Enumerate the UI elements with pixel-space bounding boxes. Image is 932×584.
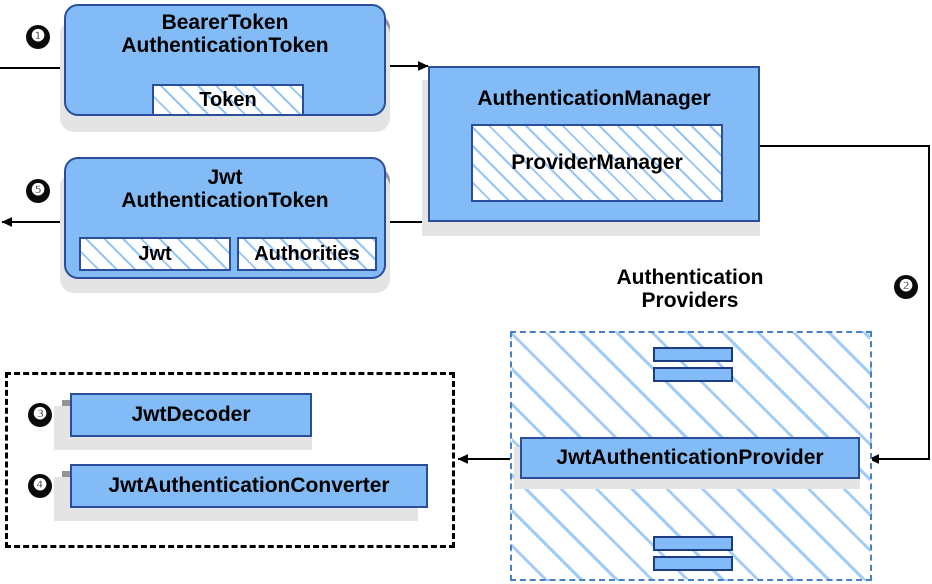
bearer-token-title: BearerToken AuthenticationToken xyxy=(121,11,329,57)
node-jwt-authentication-token[interactable]: Jwt AuthenticationToken Jwt Authorities xyxy=(64,157,386,279)
node-authentication-manager[interactable]: AuthenticationManager ProviderManager xyxy=(428,66,760,222)
jwt-token-inner-authorities: Authorities xyxy=(237,237,377,271)
provider-stack-bottom-bar-2 xyxy=(653,556,733,571)
marker-3: ❸ xyxy=(28,403,52,427)
jwt-authentication-converter-label: JwtAuthenticationConverter xyxy=(108,473,390,497)
bearer-token-inner-token-label: Token xyxy=(199,88,257,111)
authentication-manager-inner-provider-manager: ProviderManager xyxy=(471,124,723,202)
jwt-authentication-provider-label: JwtAuthenticationProvider xyxy=(556,445,824,469)
support-components-container xyxy=(5,372,455,548)
authentication-providers-label: Authentication Providers xyxy=(616,266,764,313)
jwt-decoder-label: JwtDecoder xyxy=(131,402,251,426)
provider-manager-label: ProviderManager xyxy=(511,151,683,174)
authentication-manager-title: AuthenticationManager xyxy=(477,87,711,110)
provider-stack-top-bar-2 xyxy=(653,367,733,382)
node-bearer-token-authentication-token[interactable]: BearerToken AuthenticationToken Token xyxy=(64,4,386,116)
jwt-token-inner-authorities-label: Authorities xyxy=(254,242,360,265)
node-jwt-decoder[interactable]: JwtDecoder xyxy=(70,393,312,437)
provider-stack-top-bar-1 xyxy=(653,347,733,362)
provider-stack-bottom-bar-1 xyxy=(653,536,733,551)
jwt-token-inner-jwt-label: Jwt xyxy=(138,242,172,265)
marker-4: ❹ xyxy=(28,474,52,498)
marker-1: ❶ xyxy=(26,25,50,49)
bearer-token-inner-token: Token xyxy=(152,84,304,116)
jwt-token-inner-jwt: Jwt xyxy=(79,237,231,271)
jwt-token-title: Jwt AuthenticationToken xyxy=(121,166,329,212)
node-jwt-authentication-provider[interactable]: JwtAuthenticationProvider xyxy=(520,437,860,479)
marker-2: ❷ xyxy=(894,275,918,299)
node-jwt-authentication-converter[interactable]: JwtAuthenticationConverter xyxy=(70,464,428,508)
marker-5: ❺ xyxy=(26,179,50,203)
